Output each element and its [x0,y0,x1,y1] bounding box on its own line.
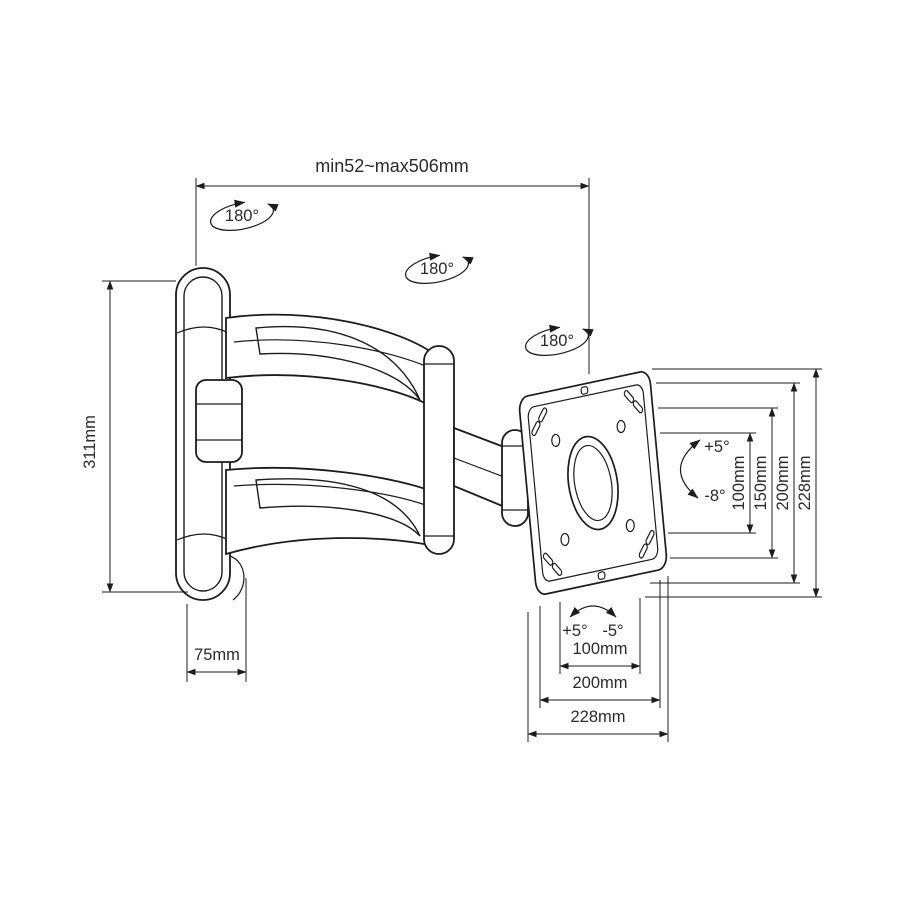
vesa-hole [617,420,626,434]
rotation-arrow [210,199,279,231]
dim-vesa-vertical-100-label: 100mm [730,455,748,510]
tilt-annotation: +5° -8° [679,438,730,505]
dim-vesa-horizontal-100-label: 100mm [572,640,627,658]
elbow-pivot-outline [423,345,455,555]
tilt-arrow [679,439,701,499]
dim-wall-plate-width-label: 75mm [194,646,240,664]
corner-slot [552,562,563,576]
bottom-edge-slot [598,571,605,579]
dim-plate-vertical-150-label: 150mm [752,455,770,510]
swivel-head-label: 180° [540,332,574,350]
rotation-arrow [525,324,594,356]
dim-plate-horizontal-200-label: 200mm [572,674,627,692]
wall-bracket-bottom-cap-line [176,533,230,541]
lower-arm-inner-line [233,483,429,507]
elbow-pivot-column [423,345,455,555]
dim-plate-vertical-stack: 100mm 150mm 200mm 228mm [645,368,822,598]
swivel-wall-label: 180° [225,207,259,225]
upper-arm-swoosh [255,325,421,401]
tilt-down-label: -8° [704,487,725,505]
tilt-up-label: +5° [704,438,729,456]
corner-slot [639,543,649,559]
upper-arm-inner-line [233,339,431,369]
swivel-head-annotation: 180° [525,324,594,356]
swivel-wall-annotation: 180° [210,199,279,231]
top-edge-slot [581,386,588,394]
central-opening-inner [567,437,619,530]
corner-slot [633,400,644,414]
bracket-clamp [195,379,243,463]
rotation-annotation: +5° -5° [562,605,624,640]
lower-arm-swoosh [255,478,421,537]
dim-plate-horizontal-stack: 100mm 200mm 228mm [527,576,669,742]
vesa-hole [626,519,635,533]
central-opening [559,425,627,541]
vesa-hole [560,533,569,547]
corner-slot [531,420,541,436]
corner-slot [645,529,655,545]
rotation-arrow [569,605,617,618]
wall-bracket-foot-curve [229,555,245,601]
dim-wall-plate-width: 75mm [186,578,247,682]
vesa-plate [518,370,667,596]
bracket-clamp-outline [195,379,243,463]
rotation-ccw-label: -5° [602,622,623,640]
dim-arm-extension: min52~max506mm [195,156,590,374]
rotation-cw-label: +5° [562,622,587,640]
vesa-hole [551,434,560,448]
dim-bracket-height-label: 311mm [81,415,99,469]
swivel-elbow-label: 180° [420,260,454,278]
dim-arm-extension-label: min52~max506mm [315,156,469,176]
dim-bracket-height: 311mm [81,280,188,593]
wall-bracket-top-cap-line [176,326,230,334]
rotation-arrow [405,252,474,284]
dim-plate-vertical-228-label: 228mm [796,455,814,510]
dim-plate-horizontal-228-label: 228mm [570,708,625,726]
swivel-elbow-annotation: 180° [405,252,474,284]
corner-slot [538,407,548,423]
corner-slot [543,552,554,566]
lower-arm [225,466,435,556]
corner-slot [624,389,635,403]
dim-plate-vertical-200-label: 200mm [774,455,792,510]
